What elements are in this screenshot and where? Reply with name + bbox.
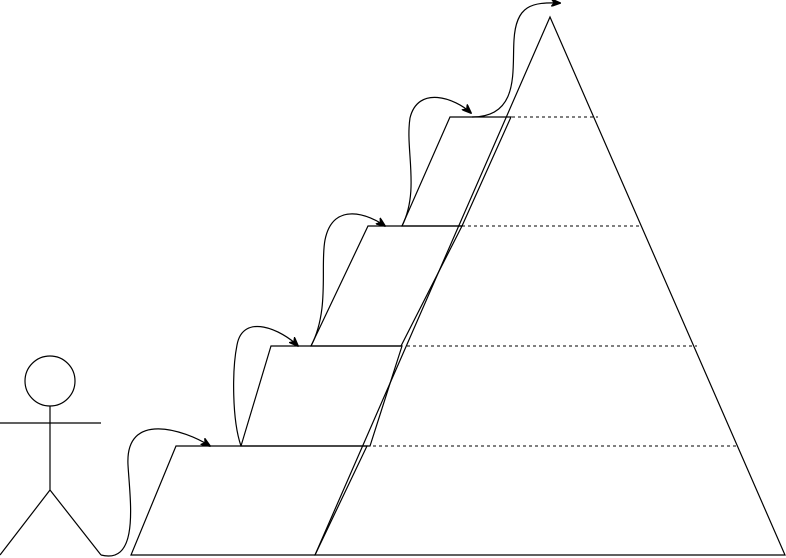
pyramid: [314, 15, 786, 556]
figure-right-leg: [49, 489, 102, 556]
arrows: [100, 3, 560, 557]
figure-left-leg: [0, 489, 51, 556]
step-2: [240, 345, 403, 447]
jump-arrow-4: [401, 96, 471, 227]
figure-head: [24, 355, 76, 407]
step-4: [401, 116, 512, 227]
jump-arrow-1: [100, 428, 210, 557]
stick-figure-icon: [0, 355, 102, 556]
jump-arrow-2: [233, 325, 298, 447]
jump-arrow-3: [310, 213, 385, 347]
jump-arrow-5: [471, 3, 560, 118]
steps: [130, 116, 512, 556]
step-1: [130, 445, 368, 556]
step-3: [310, 225, 463, 347]
triangle-icon: [314, 15, 786, 556]
